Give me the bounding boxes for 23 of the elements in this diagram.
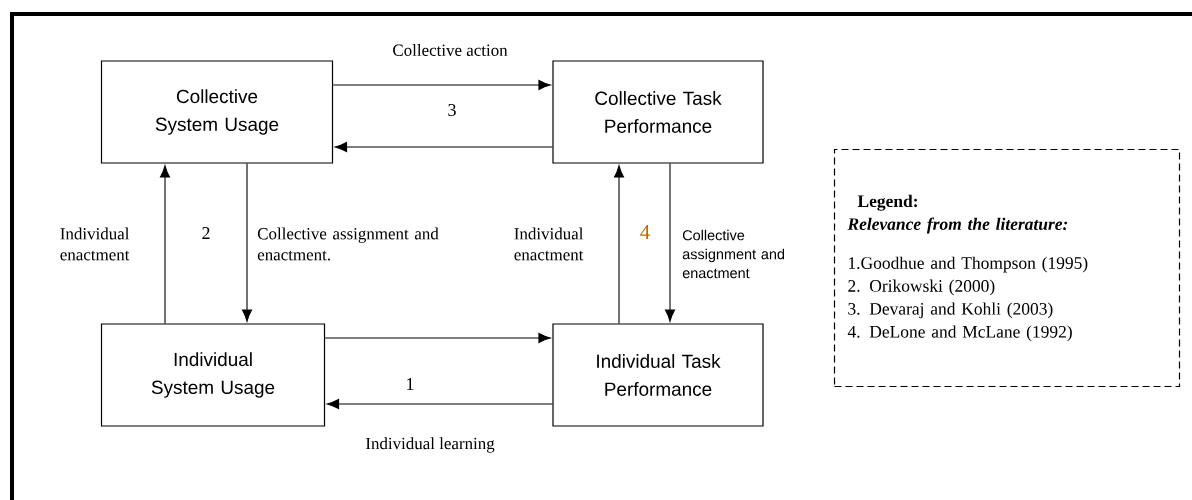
path-number: 4 [640, 225, 650, 239]
arrow [334, 141, 553, 153]
arrow [159, 165, 171, 324]
edge-label: Individual enactment [514, 227, 584, 261]
path-number: 3 [448, 103, 456, 116]
process-box: Individual System Usage [100, 323, 326, 427]
arrow [241, 163, 253, 322]
edge-label: Collective action [393, 44, 508, 56]
process-box: Collective System Usage [100, 60, 334, 164]
edge-label: Collective assignment and enactment [682, 229, 785, 279]
edge-label: Individual enactment [60, 227, 130, 261]
legend-box: Legend: Relevance from the literature: 1.Goodhue and Thompson (1995) 2. Orikowski (2000) 3. Devaraj and Kohli (2003) 4. DeLone and McLane (1992) [833, 148, 1181, 388]
arrow [332, 79, 551, 91]
arrow [664, 163, 676, 322]
path-number: 2 [202, 227, 210, 239]
process-box: Individual Task Performance [552, 323, 764, 427]
path-number: 1 [407, 378, 414, 390]
edge-label: Individual learning [365, 437, 495, 453]
edge-label: Collective assignment and enactment. [257, 227, 439, 261]
arrow [613, 165, 625, 324]
process-box: Collective Task Performance [552, 60, 764, 164]
arrow [326, 398, 553, 410]
arrow [324, 332, 551, 344]
